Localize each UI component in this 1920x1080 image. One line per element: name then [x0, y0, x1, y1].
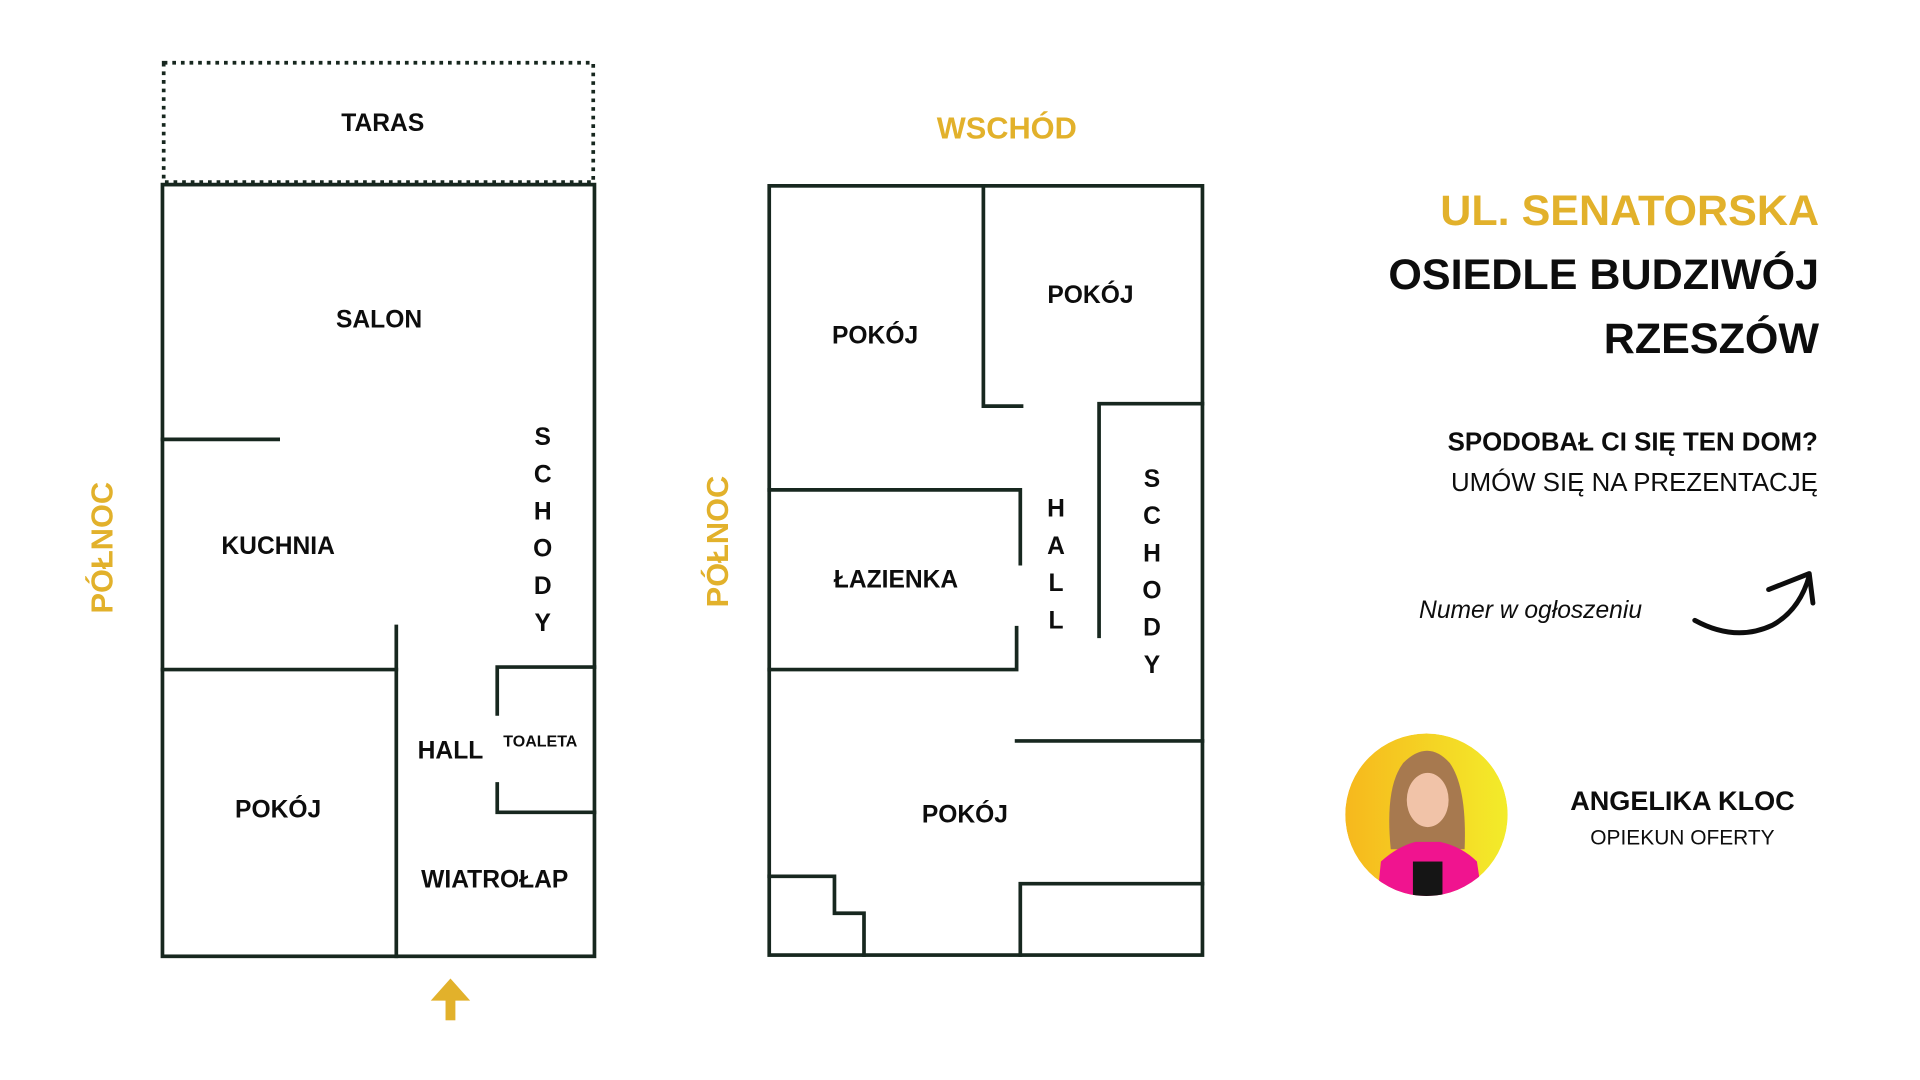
wall	[767, 625, 1019, 672]
first-floor-outline	[767, 183, 1205, 957]
district-name: OSIEDLE BUDZIWÓJ	[1388, 250, 1819, 299]
wall	[1097, 401, 1205, 639]
street-name: UL. SENATORSKA	[1440, 187, 1819, 235]
agent-card: ANGELIKA KLOC OPIEKUN OFERTY	[1345, 733, 1795, 896]
wall	[767, 488, 1023, 566]
room-label-room: POKÓJ	[235, 796, 321, 824]
orientation-label-north: PÓŁNOC	[699, 476, 735, 608]
wall	[495, 782, 597, 815]
city-name: RZESZÓW	[1604, 314, 1820, 363]
wall	[767, 874, 866, 957]
arrow-up-icon	[430, 978, 471, 1021]
curved-arrow-icon	[1692, 571, 1816, 636]
wall	[1018, 881, 1205, 957]
room-label-room: POKÓJ	[1047, 281, 1133, 309]
room-label-room: POKÓJ	[832, 322, 918, 350]
room-label-vestibule: WIATROŁAP	[421, 867, 568, 894]
phone-hint: Numer w ogłoszeniu	[1419, 597, 1642, 624]
room-label-kitchen: KUCHNIA	[221, 533, 335, 560]
listing-info: UL. SENATORSKA OSIEDLE BUDZIWÓJ RZESZÓW …	[1388, 187, 1820, 636]
cta-action: UMÓW SIĘ NA PREZENTACJĘ	[1451, 468, 1818, 497]
ground-floor-outline	[160, 182, 597, 959]
orientation-label-north: PÓŁNOC	[84, 482, 120, 614]
room-label-room: POKÓJ	[922, 800, 1008, 828]
agent-role: OPIEKUN OFERTY	[1590, 826, 1774, 849]
room-label-terrace: TARAS	[341, 110, 424, 137]
room-label-bathroom: ŁAZIENKA	[834, 566, 959, 593]
wall	[981, 184, 1024, 408]
room-label-toilet: TOALETA	[503, 733, 578, 750]
orientation-label-east: WSCHÓD	[937, 110, 1077, 146]
agent-name: ANGELIKA KLOC	[1570, 785, 1795, 816]
room-label-hall: HALL	[418, 737, 484, 764]
agent-photo	[1345, 733, 1508, 896]
cta-question: SPODOBAŁ CI SIĘ TEN DOM?	[1448, 428, 1818, 456]
room-label-living-room: SALON	[336, 307, 422, 334]
wall	[495, 665, 597, 716]
